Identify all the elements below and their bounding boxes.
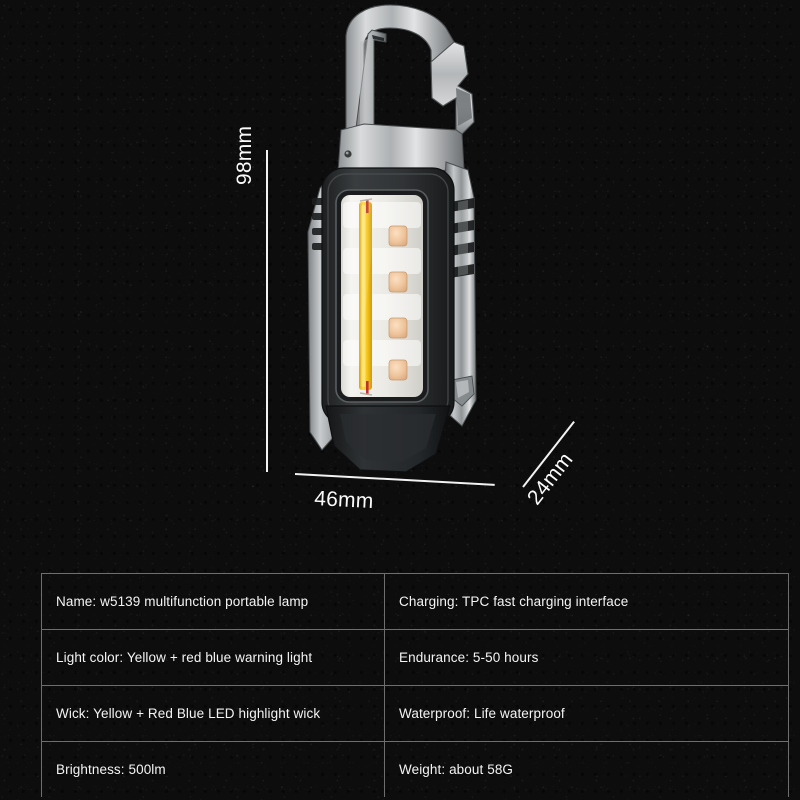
dimension-label-width: 46mm	[313, 487, 375, 514]
spec-cell-name: Name: w5139 multifunction portable lamp	[41, 573, 385, 630]
specification-table: Name: w5139 multifunction portable lamp …	[41, 573, 789, 797]
carabiner-clip	[345, 4, 475, 143]
right-tool-slots	[450, 198, 474, 278]
table-row: Light color: Yellow + red blue warning l…	[41, 629, 789, 686]
spec-cell-weight: Weight: about 58G	[384, 741, 789, 797]
spec-cell-charging: Charging: TPC fast charging interface	[384, 573, 789, 630]
table-row: Wick: Yellow + Red Blue LED highlight wi…	[41, 685, 789, 742]
cob-led-panel	[335, 189, 429, 403]
product-photo	[286, 2, 501, 492]
table-row: Brightness: 500lm Weight: about 58G	[41, 741, 789, 797]
spec-cell-light-color: Light color: Yellow + red blue warning l…	[41, 629, 385, 686]
spec-cell-waterproof: Waterproof: Life waterproof	[384, 685, 789, 742]
dimension-label-height: 98mm	[233, 125, 256, 185]
led-emitters	[388, 225, 408, 381]
spec-cell-endurance: Endurance: 5-50 hours	[384, 629, 789, 686]
spec-cell-wick: Wick: Yellow + Red Blue LED highlight wi…	[41, 685, 385, 742]
spec-cell-brightness: Brightness: 500lm	[41, 741, 385, 797]
table-row: Name: w5139 multifunction portable lamp …	[41, 573, 789, 630]
dimension-line-height	[266, 150, 268, 472]
